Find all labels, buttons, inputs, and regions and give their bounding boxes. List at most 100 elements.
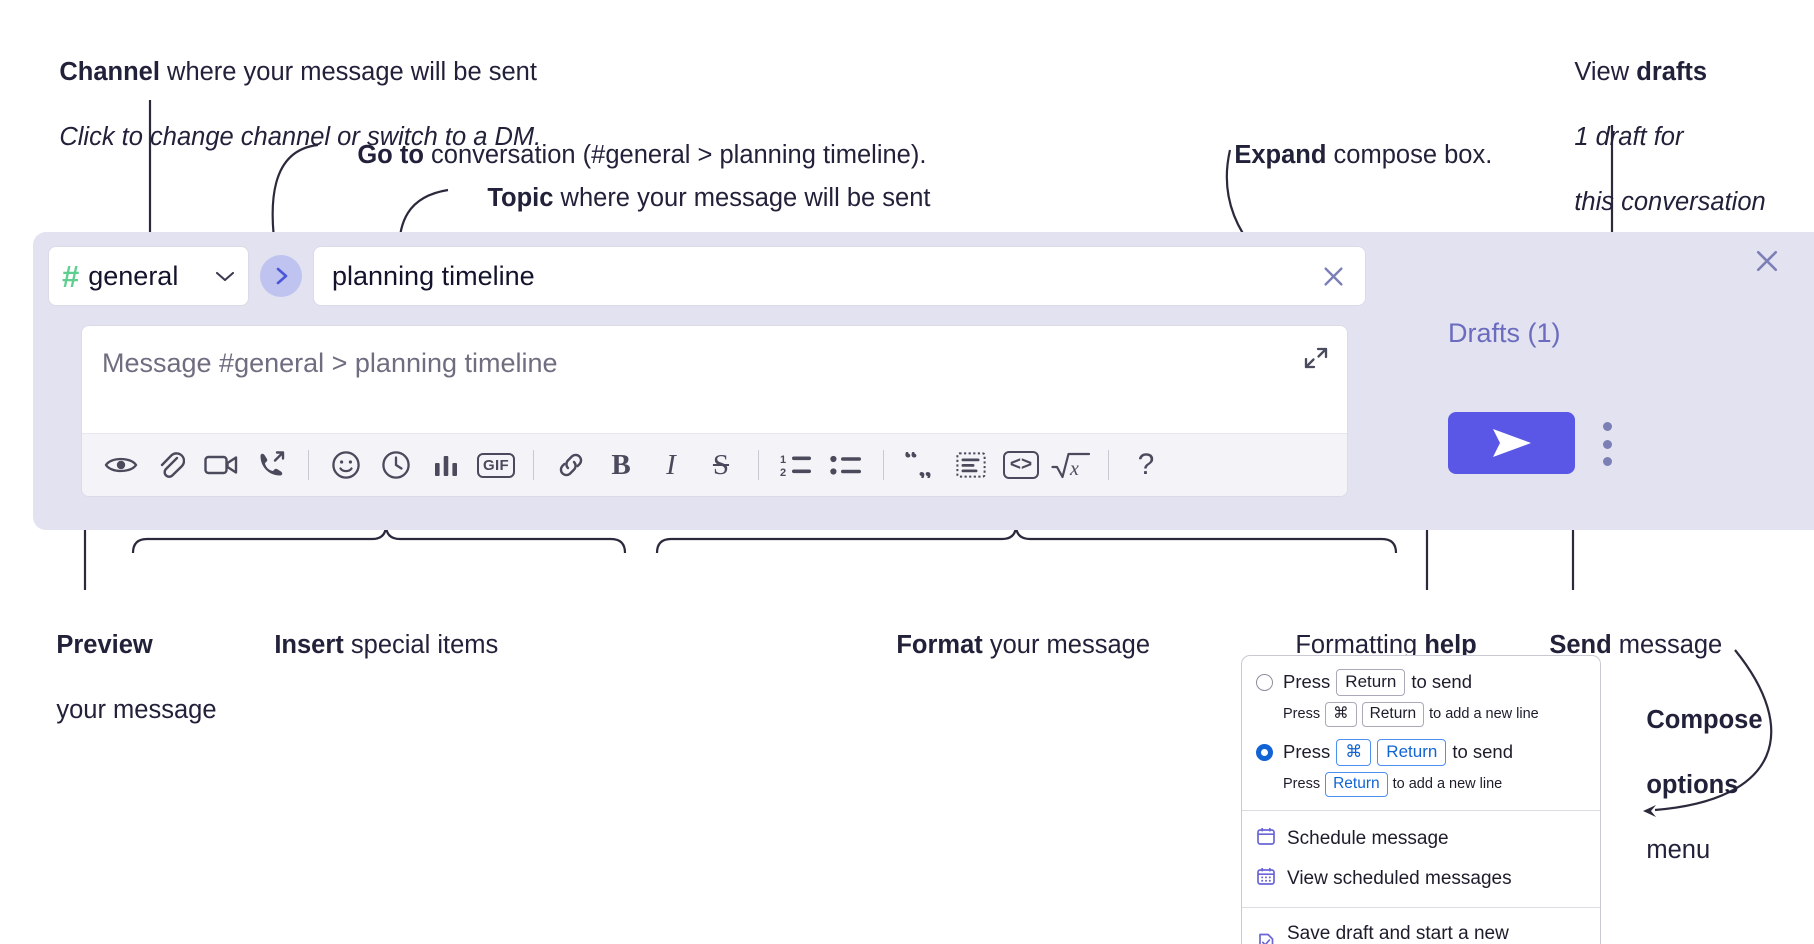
annotation-goto-rest: conversation (#general > planning timeli… [423, 141, 927, 170]
option2-tail: to send [1452, 741, 1514, 763]
annotation-expand-rest: compose box. [1326, 141, 1493, 170]
annotation-preview-bold: Preview [56, 631, 153, 660]
formatting-toolbar: GIF B I S [82, 433, 1347, 496]
option2-key-return: Return [1377, 738, 1447, 766]
topic-clear-icon[interactable] [1320, 263, 1347, 290]
channel-name-label: general [88, 260, 179, 291]
topic-input[interactable]: planning timeline [313, 246, 1366, 306]
schedule-section: Schedule message View scheduled messages [1242, 811, 1600, 907]
poll-icon[interactable] [421, 440, 471, 490]
reminder-icon[interactable] [371, 440, 421, 490]
annotation-preview-rest: your message [56, 696, 217, 725]
annotation-channel-italic: Click to change channel or switch to a D… [59, 123, 542, 152]
option1-sub-key-return: Return [1361, 701, 1425, 727]
code-label: <> [1002, 451, 1040, 479]
gif-icon[interactable]: GIF [471, 440, 521, 490]
compose-panel: # general planning timeline [33, 232, 1814, 530]
option1-press: Press [1283, 671, 1331, 693]
drafts-link[interactable]: Drafts (1) [1448, 318, 1561, 348]
italic-icon[interactable]: I [646, 440, 696, 490]
bulleted-list-icon[interactable] [821, 440, 871, 490]
option-return-to-send[interactable]: Press Return to send [1242, 666, 1600, 699]
strike-label: S [712, 448, 730, 481]
chevron-down-icon [215, 270, 235, 282]
menu-item-label: Save draft and start a new message [1287, 922, 1509, 944]
option1-main: Press Return to send [1283, 669, 1472, 696]
italic-label: I [666, 448, 676, 481]
annotation-channel-bold: Channel [59, 58, 160, 87]
gif-label: GIF [477, 452, 515, 478]
menu-item-save-draft[interactable]: Save draft and start a new message [1242, 916, 1600, 944]
annotation-topic: Topic where your message will be sent [459, 150, 930, 247]
ordered-list-icon[interactable]: 1 2 [771, 440, 821, 490]
annotation-drafts-line1: 1 draft for [1574, 123, 1684, 152]
blockquote-icon[interactable]: “ „ [896, 440, 946, 490]
help-icon[interactable]: ? [1121, 440, 1171, 490]
audio-clip-icon[interactable] [246, 440, 296, 490]
panel-close-button[interactable] [1752, 246, 1782, 276]
expand-icon[interactable] [1302, 344, 1330, 372]
message-placeholder: Message #general > planning timeline [102, 348, 558, 378]
message-compose-box[interactable]: Message #general > planning timeline [81, 325, 1348, 497]
kebab-dot [1602, 457, 1612, 466]
compose-options-icon[interactable] [1596, 422, 1618, 466]
annotation-topic-rest: where your message will be sent [553, 184, 931, 213]
radio-return-to-send[interactable] [1256, 673, 1273, 691]
calendar-icon [1256, 826, 1276, 852]
menu-item-view-scheduled-messages[interactable]: View scheduled messages [1242, 859, 1600, 899]
option1-key-return: Return [1336, 669, 1406, 696]
option2-key-cmd: ⌘ [1336, 738, 1372, 766]
annotation-compose-line1: Compose [1646, 706, 1763, 735]
attachment-icon[interactable] [146, 440, 196, 490]
annotation-drafts-line2: this conversation [1574, 187, 1766, 216]
annotation-send-rest: message [1611, 631, 1723, 660]
annotation-expand-bold: Expand [1234, 141, 1327, 170]
bold-label: B [611, 448, 631, 481]
toolbar-separator [1108, 450, 1109, 480]
math-icon[interactable]: x [1046, 440, 1096, 490]
channel-selector[interactable]: # general [48, 246, 249, 306]
kebab-dot [1602, 439, 1612, 449]
annotation-insert-rest: special items [343, 631, 499, 660]
toolbar-separator [308, 450, 309, 480]
calendar-grid-icon [1256, 866, 1276, 892]
annotation-format-bold: Format [896, 631, 983, 660]
annotation-goto-bold: Go to [357, 141, 424, 170]
option1-sub-tail: to add a new line [1429, 706, 1539, 723]
bold-icon[interactable]: B [596, 440, 646, 490]
option2-press: Press [1283, 741, 1331, 763]
strikethrough-icon[interactable]: S [696, 440, 746, 490]
code-icon[interactable]: <> [996, 440, 1046, 490]
toolbar-separator [883, 450, 884, 480]
annotation-help-lead: Formatting [1295, 631, 1425, 660]
radio-cmd-return-to-send[interactable] [1256, 743, 1273, 761]
annotation-help-bold: help [1424, 631, 1477, 660]
send-shortcut-options: Press Return to send Press ⌘ Return to a… [1242, 656, 1600, 810]
go-to-conversation-button[interactable] [260, 255, 302, 297]
option-cmd-return-to-send[interactable]: Press ⌘ Return to send [1242, 736, 1600, 769]
svg-text:„: „ [918, 452, 932, 478]
emoji-icon[interactable] [321, 440, 371, 490]
option1-sub-key-cmd: ⌘ [1325, 701, 1357, 727]
option2-sub-tail: to add a new line [1392, 776, 1503, 793]
option2-sub-press: Press [1283, 776, 1321, 793]
annotation-drafts: View drafts 1 draft for this conversatio… [1546, 24, 1766, 251]
annotation-drafts-bold: drafts [1636, 58, 1708, 87]
annotation-channel: Channel where your message will be sent … [31, 24, 541, 186]
menu-item-schedule-message[interactable]: Schedule message [1242, 819, 1600, 859]
annotation-format: Format your message [868, 597, 1150, 694]
svg-text:“: “ [904, 452, 918, 475]
annotation-send-bold: Send [1549, 631, 1612, 660]
save-draft-icon [1256, 932, 1276, 944]
preview-icon[interactable] [96, 440, 146, 490]
annotation-preview: Preview your message [28, 597, 217, 759]
video-icon[interactable] [196, 440, 246, 490]
menu-divider [1242, 809, 1600, 811]
menu-item-label: Schedule message [1287, 827, 1449, 849]
link-icon[interactable] [546, 440, 596, 490]
annotation-goto: Go to conversation (#general > planning … [329, 107, 926, 204]
send-button[interactable] [1448, 412, 1575, 474]
code-block-icon[interactable] [946, 440, 996, 490]
annotation-format-rest: your message [982, 631, 1151, 660]
